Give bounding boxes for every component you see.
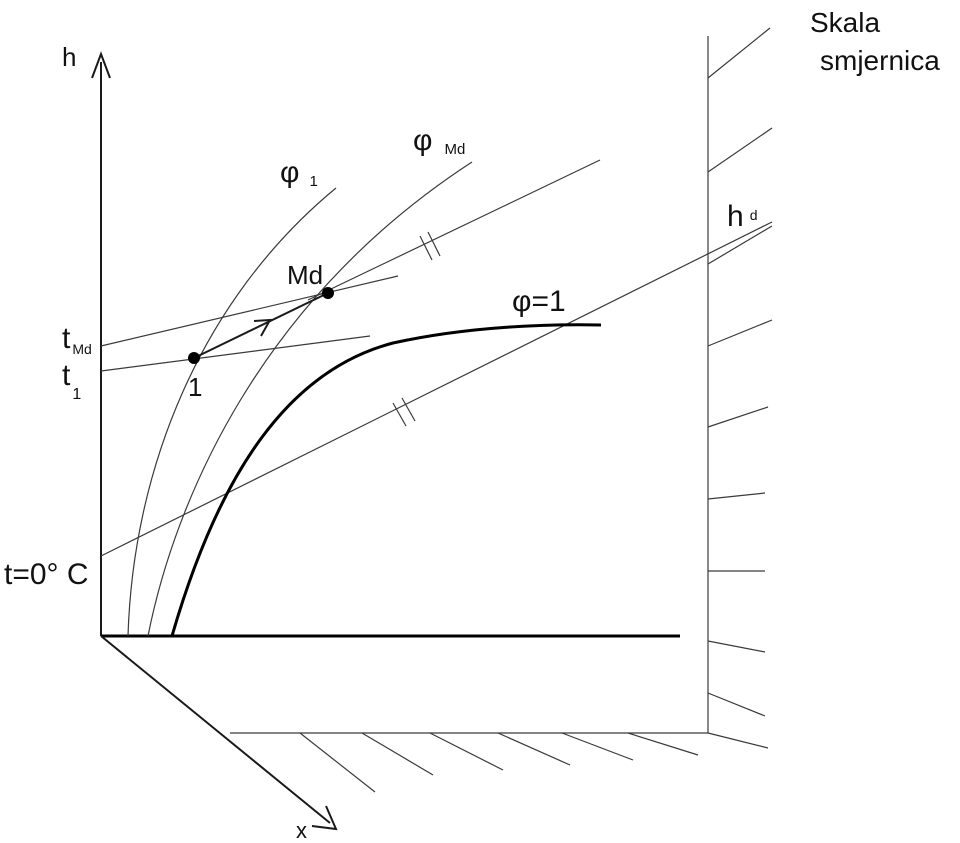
scale-tick (707, 127, 773, 173)
state-point-1 (188, 352, 200, 364)
x-axis-label: x (296, 818, 307, 843)
parallel-mark-lower (392, 397, 416, 427)
process-arrow (193, 292, 329, 359)
h-axis-label: h (62, 42, 76, 72)
curve-phi-md (147, 161, 473, 637)
scale-tick (361, 732, 434, 776)
scale-tick (707, 692, 766, 717)
x-axis-arrowhead (311, 805, 338, 831)
scale-tick (561, 732, 634, 761)
scale-tick (497, 732, 571, 766)
isotherm-t1 (100, 335, 371, 372)
scale-tick (299, 732, 376, 793)
scale-tick (707, 640, 766, 653)
scale-tick (707, 732, 769, 749)
h-axis-arrowhead (91, 51, 111, 79)
isotherm-t0 (100, 221, 773, 557)
scale-tick (707, 27, 771, 79)
scale-tick (707, 225, 773, 265)
scale-tick (627, 732, 699, 756)
scale-tick (707, 492, 766, 500)
curve-saturation-phi-eq-1 (170, 323, 602, 637)
saturation-label: φ=1 (512, 285, 566, 318)
t0-label: t=0° C (4, 558, 89, 591)
t1-label: t1 (62, 359, 81, 403)
scale-tick (707, 319, 773, 347)
scale-tick (429, 732, 504, 771)
process-arrowhead (253, 318, 272, 337)
curve-phi-1 (127, 187, 337, 637)
x-axis (100, 635, 331, 824)
scale-tick (707, 406, 769, 428)
scale-ticks-right (707, 27, 773, 749)
scale-ticks-bottom (299, 732, 699, 793)
scale-title-line1: Skala (810, 7, 880, 38)
parallel-mark-upper (419, 231, 441, 261)
direction-line (307, 159, 601, 301)
point-1-label: 1 (188, 372, 202, 402)
point-md-label: Md (287, 260, 323, 290)
state-point-md (322, 287, 334, 299)
scale-title-line2: smjernica (820, 45, 940, 76)
isotherm-tmd (100, 275, 399, 347)
